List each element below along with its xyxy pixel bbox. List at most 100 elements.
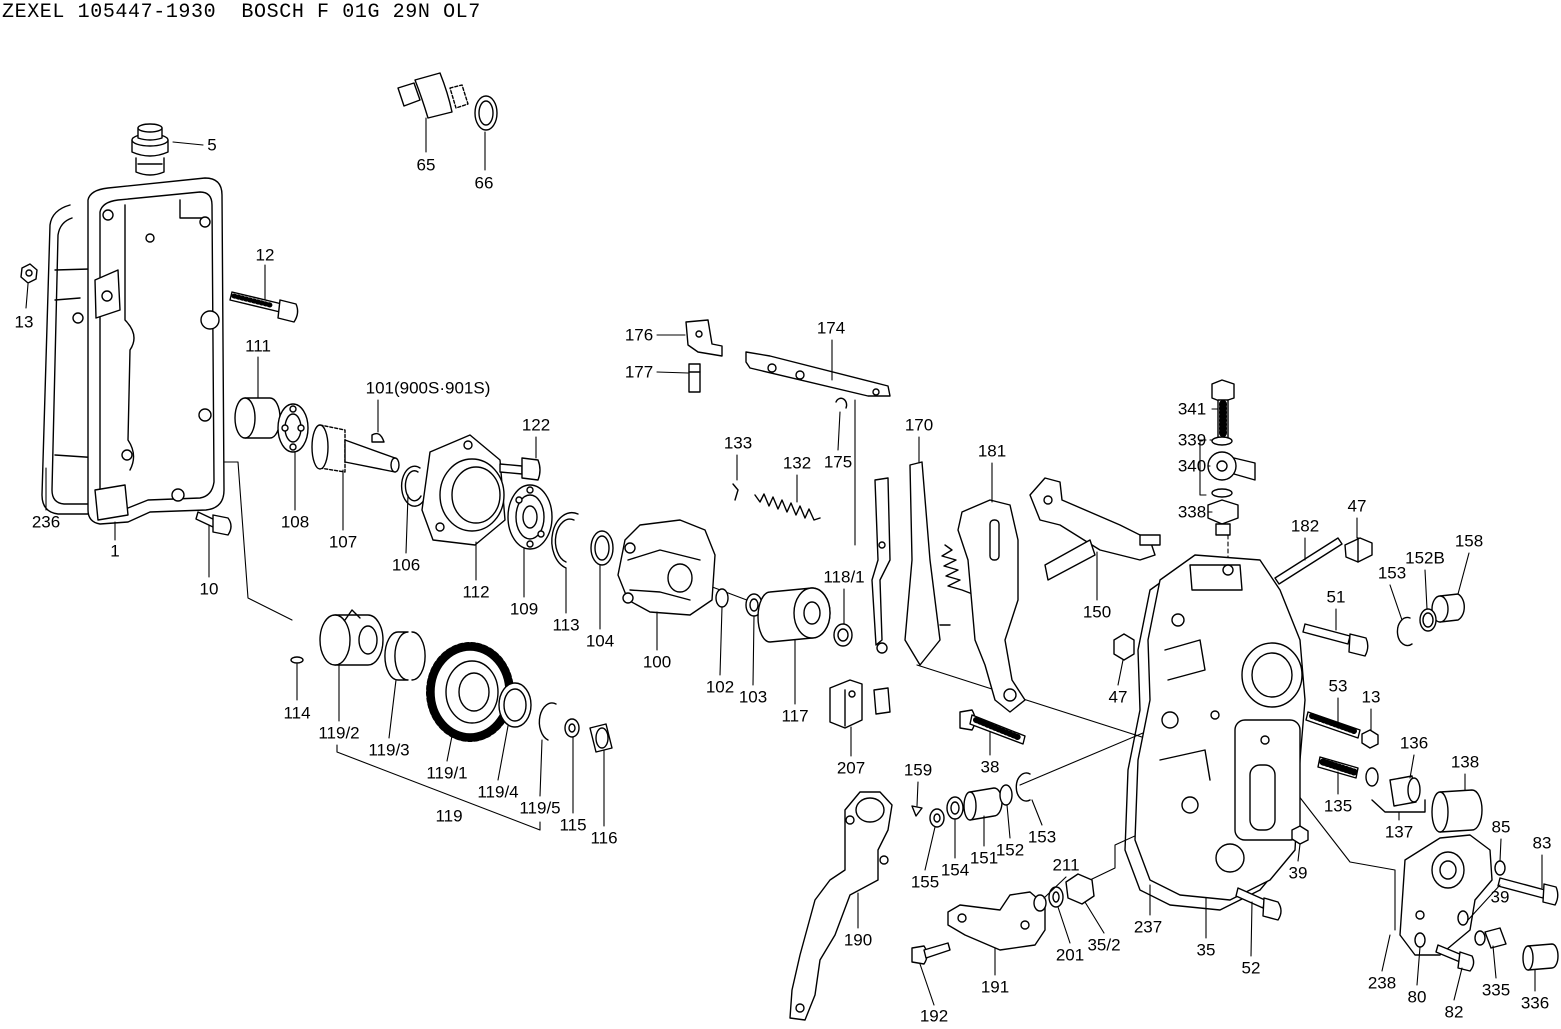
plug-47-left	[1113, 633, 1135, 661]
ring-119-4	[498, 682, 532, 728]
half-rings-119-3	[384, 631, 426, 681]
part-label-138: 138	[1450, 752, 1480, 772]
part-label-158: 158	[1454, 531, 1484, 551]
bracket-191	[947, 891, 1046, 951]
part-label-159: 159	[903, 760, 933, 780]
part-label-133: 133	[723, 433, 753, 453]
part-label-201: 201	[1055, 945, 1085, 965]
part-label-119-5: 119/5	[519, 798, 561, 818]
bolt-341	[1211, 379, 1235, 440]
part-label-339: 339	[1177, 430, 1207, 450]
bolt-192	[911, 942, 951, 965]
part-label-137: 137	[1384, 822, 1414, 842]
washer-102	[715, 588, 729, 608]
part-label-39-right: 39	[1490, 887, 1510, 907]
part-label-107: 107	[328, 532, 358, 552]
cap-158	[1431, 593, 1465, 623]
nut-136	[1389, 775, 1421, 807]
washer-115	[564, 718, 580, 738]
part-label-106: 106	[391, 555, 421, 575]
ring-118-1	[833, 623, 853, 647]
plug-5	[131, 123, 169, 176]
bolt-53	[1305, 711, 1361, 739]
part-label-115: 115	[559, 815, 587, 835]
part-label-82: 82	[1444, 1002, 1464, 1022]
part-label-111: 111	[245, 336, 271, 356]
key-133	[732, 483, 739, 501]
sleeve-117	[757, 587, 831, 643]
nut-13-right	[1361, 729, 1379, 749]
screw-135	[1317, 756, 1359, 779]
part-label-155: 155	[910, 872, 940, 892]
housing-35	[1134, 554, 1306, 901]
bar-174	[745, 351, 891, 397]
part-label-53: 53	[1328, 676, 1348, 696]
key-159	[911, 805, 923, 817]
part-label-119-4: 119/4	[477, 782, 519, 802]
part-label-237: 237	[1133, 917, 1163, 937]
bolt-38	[959, 709, 1026, 745]
part-label-83: 83	[1532, 833, 1552, 853]
sleeve-111	[234, 397, 281, 439]
part-label-51: 51	[1326, 587, 1346, 607]
part-label-13-right: 13	[1361, 687, 1381, 707]
washer-80	[1414, 932, 1426, 948]
washer-39-right	[1457, 910, 1469, 926]
part-label-119-1: 119/1	[426, 763, 468, 783]
circlip-113	[551, 512, 579, 569]
part-label-152: 152	[995, 840, 1025, 860]
part-label-151: 151	[969, 848, 999, 868]
flyweight-holder-100	[617, 519, 716, 616]
drawing-title: ZEXEL 105447-1930 BOSCH F 01G 29N OL7	[2, 1, 481, 24]
gear-119-1	[426, 642, 514, 742]
part-label-211: 211	[1052, 855, 1080, 875]
part-label-335: 335	[1481, 980, 1511, 1000]
part-label-119: 119	[435, 806, 463, 826]
washer-339	[1211, 436, 1233, 446]
part-label-109: 109	[509, 599, 539, 619]
part-label-153-lower: 153	[1027, 827, 1057, 847]
part-label-13-left: 13	[14, 312, 34, 332]
washer-201	[1048, 886, 1064, 908]
part-label-182: 182	[1290, 516, 1320, 536]
pin-182	[1274, 537, 1343, 585]
washer-66	[474, 95, 498, 131]
bolt-82	[1435, 944, 1475, 972]
banjo-340	[1207, 451, 1256, 481]
shaft-107	[311, 424, 400, 473]
ring-152B	[1419, 608, 1437, 632]
bracket-137	[1371, 799, 1426, 813]
part-label-132: 132	[782, 453, 812, 473]
part-label-39-center: 39	[1288, 863, 1308, 883]
cap-138	[1431, 789, 1483, 833]
washer-135	[1365, 767, 1379, 787]
part-label-236: 236	[31, 512, 61, 532]
part-label-170: 170	[904, 415, 934, 435]
washer-211	[1033, 894, 1047, 912]
levers-170	[871, 461, 951, 715]
plug-47-top	[1344, 537, 1373, 563]
part-label-52: 52	[1241, 958, 1261, 978]
cover-238	[1399, 834, 1493, 956]
nut-13-left	[20, 263, 38, 284]
flange-112	[421, 434, 506, 546]
part-label-66: 66	[474, 173, 494, 193]
part-label-119-2: 119/2	[318, 723, 360, 743]
circlip-153-lower	[1015, 772, 1031, 802]
part-label-174: 174	[816, 318, 846, 338]
nut-35-2	[1065, 873, 1095, 905]
part-label-175: 175	[823, 452, 853, 472]
clip-175	[835, 397, 848, 409]
part-label-102: 102	[705, 677, 735, 697]
part-label-10: 10	[199, 579, 219, 599]
ring-152	[999, 784, 1013, 806]
part-label-1: 1	[110, 541, 120, 561]
part-label-5: 5	[207, 135, 217, 155]
part-label-80: 80	[1407, 987, 1427, 1007]
part-label-336: 336	[1520, 993, 1550, 1013]
washer-85	[1494, 860, 1506, 876]
bracket-176	[685, 319, 723, 357]
part-label-190: 190	[843, 930, 873, 950]
spring-132	[754, 493, 821, 521]
